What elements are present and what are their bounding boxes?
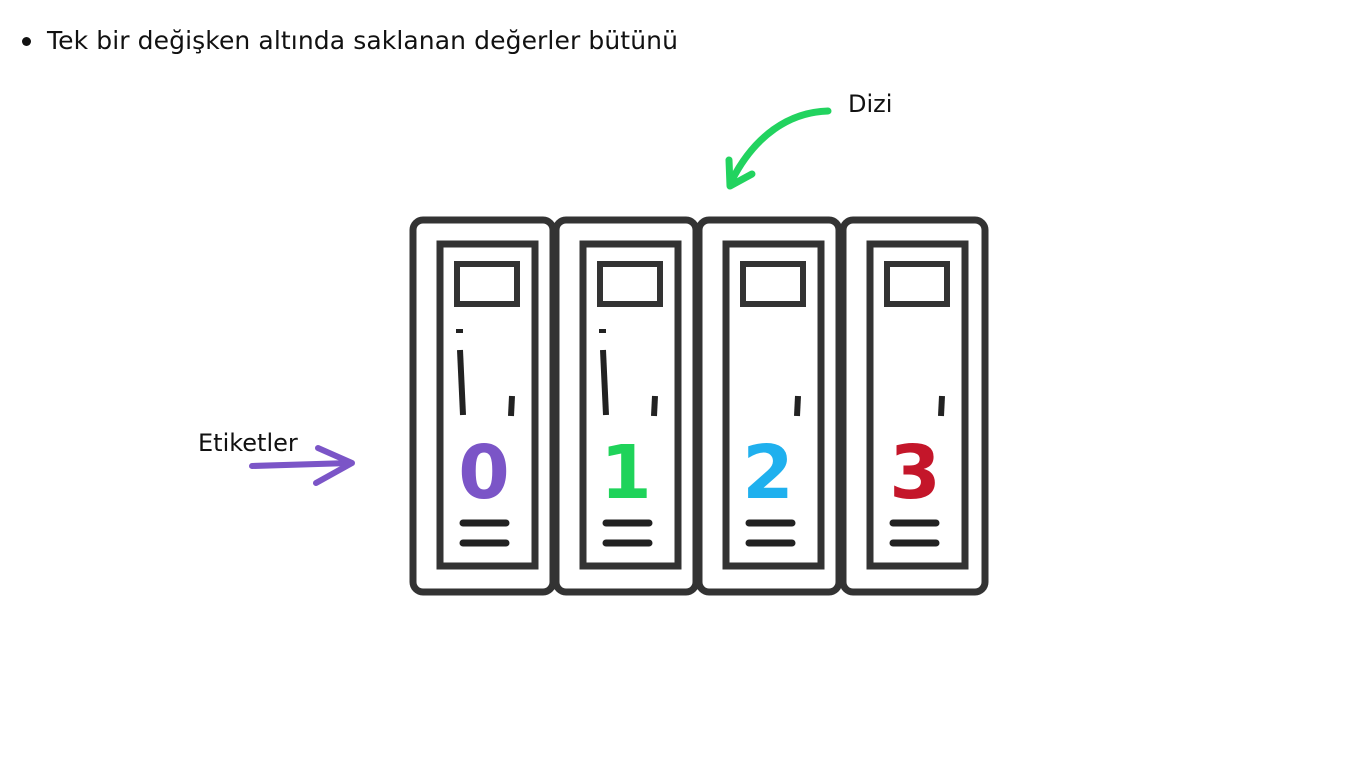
bullet-text: Tek bir değişken altında saklanan değerl… (47, 26, 679, 55)
array-label: Dizi (848, 90, 893, 118)
locker-index-2: 2 (742, 430, 794, 516)
locker-index-1: 1 (600, 430, 652, 516)
locker-index-3: 3 (889, 430, 941, 516)
locker-index-0: 0 (458, 430, 510, 516)
index-label: Etiketler (198, 429, 298, 457)
locker-icon (695, 216, 843, 596)
bullet-dot-icon (22, 37, 31, 46)
curved-arrow-icon (725, 107, 832, 190)
locker-icon (409, 216, 557, 596)
right-arrow-icon (249, 445, 355, 486)
locker-icon (839, 216, 989, 596)
bullet-item: Tek bir değişken altında saklanan değerl… (22, 26, 678, 55)
locker-icon (552, 216, 700, 596)
